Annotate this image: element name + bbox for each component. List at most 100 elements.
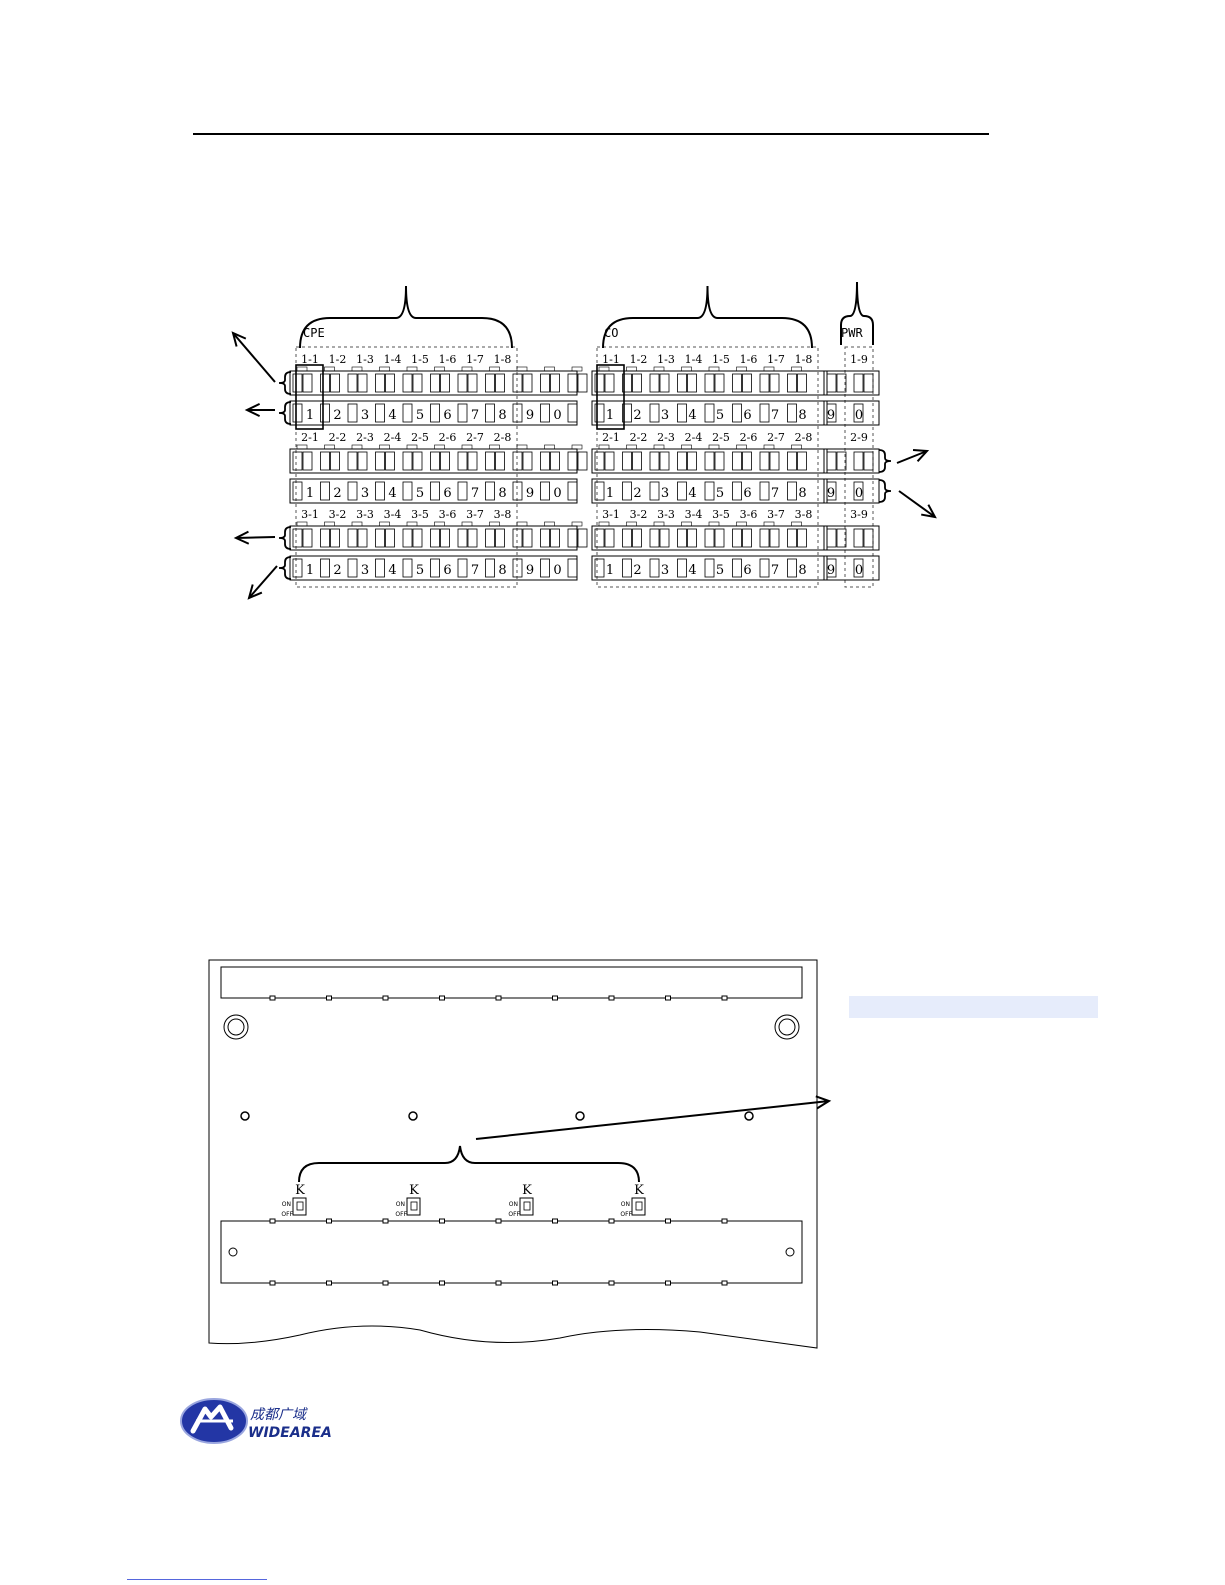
port-label: 2-4 [685, 431, 703, 444]
off-label: OFF [281, 1211, 293, 1218]
terminal-slot [826, 528, 837, 548]
terminal-slot [430, 481, 440, 501]
terminal-slot [622, 373, 632, 393]
port-label: 2-1 [301, 431, 319, 444]
contact-tab [351, 444, 363, 450]
terminal-slot [512, 403, 523, 423]
terminal-slot [485, 528, 495, 548]
pwr-group-box [844, 346, 874, 588]
contact-tab [681, 366, 692, 372]
terminal-slot [704, 451, 715, 471]
terminal-slot [594, 481, 605, 501]
port-label: 3-3 [657, 508, 675, 521]
cpe-brace [299, 285, 513, 349]
terminal-slot [677, 373, 687, 393]
switch-body [631, 1197, 646, 1216]
terminal-strip [823, 478, 880, 504]
port-label: 3-5 [712, 508, 730, 521]
connector-tab [439, 1280, 445, 1286]
screw [240, 1111, 250, 1121]
terminal-slot [540, 403, 550, 423]
port-label: 3-2 [329, 508, 347, 521]
port-label: 3-8 [494, 508, 512, 521]
terminal-slot [375, 451, 385, 471]
block-number: 2 [333, 486, 341, 501]
terminal-slot [457, 451, 468, 471]
pwr-brace [840, 281, 874, 345]
terminal-slot [787, 528, 797, 548]
block-number: 7 [771, 486, 779, 501]
block-number: 6 [743, 408, 751, 423]
contact-tab [653, 521, 665, 527]
port-label: 2-1 [602, 431, 620, 444]
terminal-slot [759, 481, 770, 501]
port-label: 1-5 [712, 353, 730, 366]
terminal-strip [289, 525, 578, 551]
port-label: 1-5 [411, 353, 429, 366]
port-label: 3-4 [384, 508, 402, 521]
terminal-strip [823, 525, 880, 551]
terminal-slot [457, 481, 468, 501]
terminal-strip [823, 555, 880, 581]
contact-tab [489, 521, 500, 527]
contact-tab [406, 444, 418, 450]
port-label: 2-8 [795, 431, 813, 444]
terminal-slot [292, 403, 303, 423]
switch-label: K [522, 1183, 532, 1198]
terminal-slot [412, 451, 423, 471]
right-arrow [898, 490, 937, 519]
terminal-slot [759, 451, 770, 471]
terminal-slot [347, 403, 358, 423]
contact-tab [434, 521, 445, 527]
terminal-slot [567, 528, 578, 548]
terminal-slot [457, 558, 468, 578]
block-number: 8 [798, 486, 806, 501]
terminal-slot [704, 528, 715, 548]
block-number: 7 [771, 408, 779, 423]
block-number: 6 [743, 486, 751, 501]
terminal-slot [853, 481, 864, 501]
block-number: 9 [526, 486, 534, 501]
terminal-slot [440, 451, 450, 471]
contact-tab [571, 444, 583, 450]
terminal-slot [687, 373, 697, 393]
terminal-slot [320, 481, 330, 501]
switch-lever [635, 1201, 643, 1211]
terminal-slot [826, 451, 837, 471]
contact-tab [351, 366, 363, 372]
terminal-slot [292, 451, 303, 471]
screw [744, 1111, 754, 1121]
terminal-slot [512, 451, 523, 471]
contact-tab [461, 521, 473, 527]
terminal-slot [457, 373, 468, 393]
header-rule [193, 133, 989, 135]
terminal-slot [594, 451, 605, 471]
terminal-slot [622, 558, 632, 578]
port-label: 2-6 [439, 431, 457, 444]
switch-brace [298, 1145, 640, 1183]
contact-tab [626, 444, 637, 450]
block-number: 8 [498, 486, 506, 501]
contact-tab [324, 366, 335, 372]
terminal-slot [622, 451, 632, 471]
contact-tab [626, 366, 637, 372]
co-selected-port [596, 364, 625, 430]
terminal-strip [823, 370, 880, 396]
contact-tab [461, 366, 473, 372]
block-number: 4 [388, 408, 396, 423]
terminal-slot [769, 451, 780, 471]
terminal-slot [677, 403, 687, 423]
block-number: 0 [553, 486, 561, 501]
block-number: 4 [388, 486, 396, 501]
block-number: 9 [827, 486, 835, 501]
pwr-label: PWR [841, 326, 863, 340]
terminal-slot [704, 558, 715, 578]
block-number: 4 [388, 563, 396, 578]
terminal-slot [522, 451, 533, 471]
terminal-slot [550, 451, 560, 471]
terminal-slot [632, 373, 642, 393]
pwr-port-label: 2-9 [850, 431, 868, 444]
